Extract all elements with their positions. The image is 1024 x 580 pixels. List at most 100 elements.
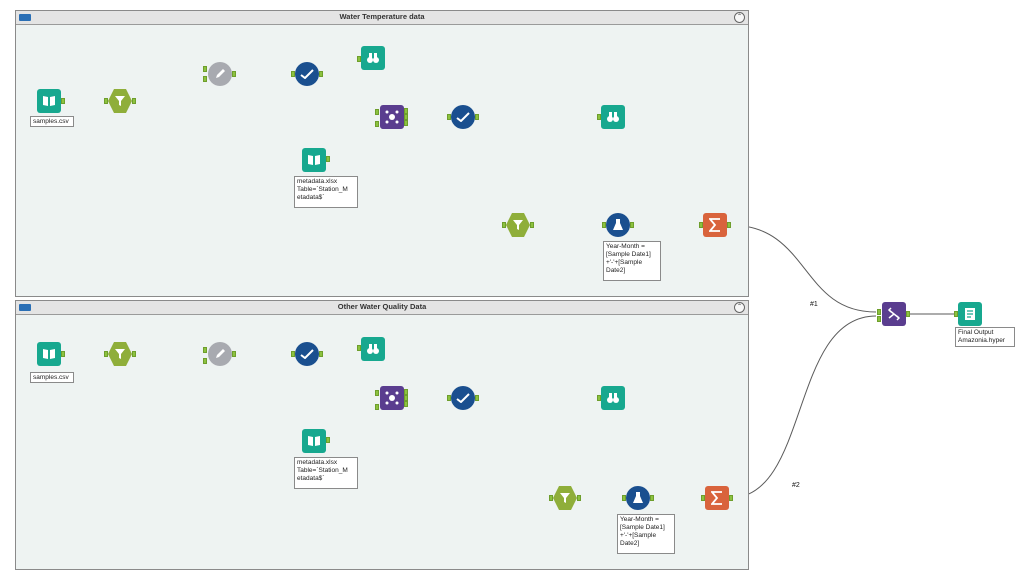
output-anchor[interactable] [232, 351, 236, 357]
input-data-tool[interactable] [302, 148, 326, 172]
collapse-button[interactable]: ⌃ [734, 302, 745, 313]
filter-icon [513, 220, 523, 230]
select-tool[interactable] [208, 342, 232, 366]
output-anchor[interactable] [404, 120, 408, 126]
input-anchor[interactable] [447, 114, 451, 120]
output-anchor[interactable] [132, 98, 136, 104]
input-anchor[interactable] [375, 404, 379, 410]
book-icon [43, 96, 55, 106]
container-header[interactable]: Other Water Quality Data ⌃ [16, 301, 748, 315]
output-anchor[interactable] [132, 351, 136, 357]
output-anchor[interactable] [475, 114, 479, 120]
input-data-tool[interactable] [37, 89, 61, 113]
container-title: Other Water Quality Data [337, 302, 427, 311]
browse-tool[interactable] [361, 337, 385, 361]
connection-label: #2 [792, 482, 800, 489]
output-anchor[interactable] [729, 495, 733, 501]
pencil-icon [216, 349, 225, 358]
union-tool[interactable] [882, 302, 906, 326]
input-anchor[interactable] [104, 351, 108, 357]
join-tool[interactable] [380, 386, 404, 410]
book-icon [308, 436, 320, 446]
output-anchor[interactable] [530, 222, 534, 228]
checkmark-icon [456, 112, 470, 122]
input-anchor[interactable] [877, 316, 881, 322]
input-anchor[interactable] [357, 345, 361, 351]
input-anchor[interactable] [357, 56, 361, 62]
output-anchor[interactable] [404, 108, 408, 114]
formula-tool[interactable] [606, 213, 630, 237]
binoculars-icon [367, 344, 379, 354]
input-anchor[interactable] [203, 76, 207, 82]
flask-icon [633, 492, 643, 503]
input-anchor[interactable] [602, 222, 606, 228]
filter-tool[interactable] [108, 89, 132, 113]
select-tool[interactable] [208, 62, 232, 86]
output-anchor[interactable] [232, 71, 236, 77]
union-icon [887, 307, 901, 321]
join-icon [385, 391, 399, 405]
join-tool[interactable] [380, 105, 404, 129]
filter-tool[interactable] [108, 342, 132, 366]
filter-tool[interactable] [506, 213, 530, 237]
input-anchor[interactable] [375, 121, 379, 127]
input-anchor[interactable] [502, 222, 506, 228]
input-anchor[interactable] [104, 98, 108, 104]
input-anchor[interactable] [203, 358, 207, 364]
browse-tool[interactable] [601, 386, 625, 410]
output-anchor[interactable] [319, 351, 323, 357]
output-anchor[interactable] [61, 351, 65, 357]
pencil-icon [216, 69, 225, 78]
unique-tool[interactable] [295, 342, 319, 366]
binoculars-icon [367, 53, 379, 63]
tool-annotation: metadata.xlsx Table=`Station_M etadata$` [294, 176, 358, 208]
output-anchor[interactable] [61, 98, 65, 104]
input-anchor[interactable] [203, 347, 207, 353]
output-anchor[interactable] [650, 495, 654, 501]
input-anchor[interactable] [375, 390, 379, 396]
book-icon [43, 349, 55, 359]
input-anchor[interactable] [597, 114, 601, 120]
output-data-tool[interactable] [958, 302, 982, 326]
output-anchor[interactable] [630, 222, 634, 228]
formula-tool[interactable] [626, 486, 650, 510]
collapse-button[interactable]: ⌃ [734, 12, 745, 23]
unique-tool[interactable] [451, 386, 475, 410]
input-anchor[interactable] [877, 309, 881, 315]
tool-annotation: samples.csv [30, 372, 74, 383]
summarize-tool[interactable] [705, 486, 729, 510]
input-anchor[interactable] [622, 495, 626, 501]
summarize-tool[interactable] [703, 213, 727, 237]
input-anchor[interactable] [699, 222, 703, 228]
browse-tool[interactable] [601, 105, 625, 129]
input-anchor[interactable] [291, 351, 295, 357]
filter-tool[interactable] [553, 486, 577, 510]
input-anchor[interactable] [954, 311, 958, 317]
input-anchor[interactable] [447, 395, 451, 401]
input-anchor[interactable] [549, 495, 553, 501]
input-data-tool[interactable] [302, 429, 326, 453]
input-anchor[interactable] [291, 71, 295, 77]
unique-tool[interactable] [295, 62, 319, 86]
container-title: Water Temperature data [339, 12, 425, 21]
output-anchor[interactable] [319, 71, 323, 77]
input-anchor[interactable] [375, 109, 379, 115]
input-data-tool[interactable] [37, 342, 61, 366]
output-anchor[interactable] [326, 156, 330, 162]
output-anchor[interactable] [404, 114, 408, 120]
input-anchor[interactable] [701, 495, 705, 501]
browse-tool[interactable] [361, 46, 385, 70]
output-anchor[interactable] [906, 311, 910, 317]
output-anchor[interactable] [577, 495, 581, 501]
output-anchor[interactable] [475, 395, 479, 401]
unique-tool[interactable] [451, 105, 475, 129]
output-anchor[interactable] [326, 437, 330, 443]
output-anchor[interactable] [727, 222, 731, 228]
output-anchor[interactable] [404, 401, 408, 407]
output-anchor[interactable] [404, 395, 408, 401]
output-anchor[interactable] [404, 389, 408, 395]
join-icon [385, 110, 399, 124]
container-header[interactable]: Water Temperature data ⌃ [16, 11, 748, 25]
input-anchor[interactable] [597, 395, 601, 401]
input-anchor[interactable] [203, 66, 207, 72]
